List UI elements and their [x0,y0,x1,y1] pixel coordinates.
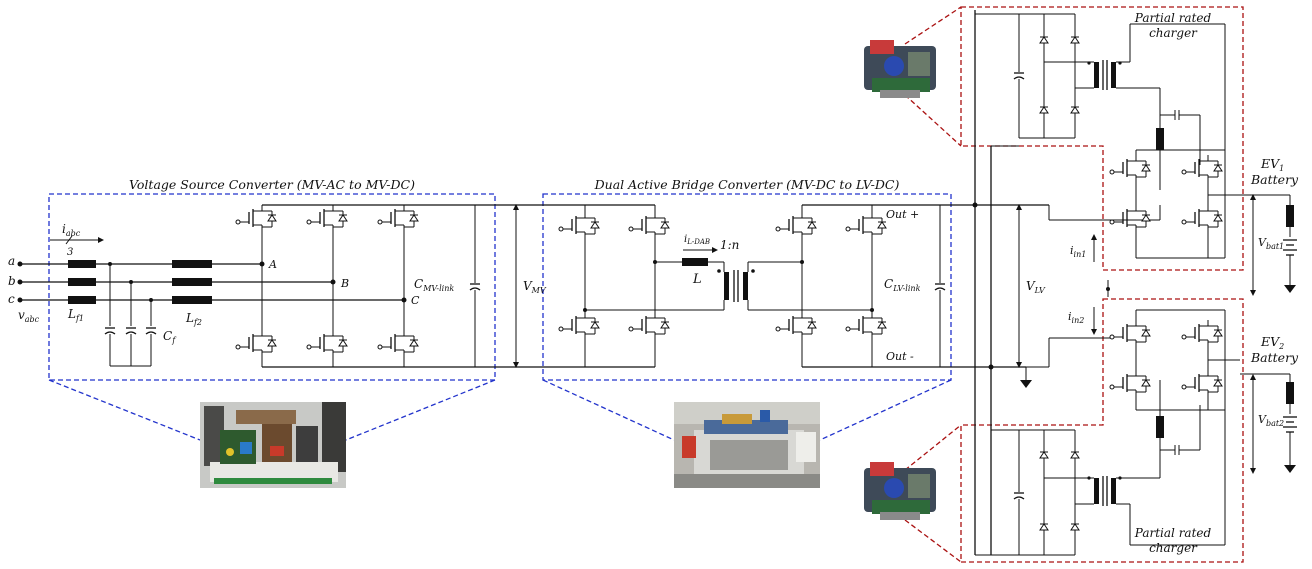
label-lf2: Lf2 [185,311,202,327]
label-vlv: VLV [1026,279,1046,295]
label-b: b [8,274,16,288]
label-vmv: VMV [523,279,547,295]
charger-bottom-circuit [975,309,1240,556]
label-vabc: vabc [18,308,40,324]
dab-box [542,193,952,381]
vsc-box [48,193,496,381]
label-cmv: CMV-link [414,277,454,293]
label-out-plus: Out + [886,208,919,221]
dab-hardware-photo [674,402,820,488]
label-lf1: Lf1 [67,307,84,323]
lv-bus [972,10,1161,555]
charger-top-circuit [975,13,1240,259]
label-ev2: EV2 [1260,334,1284,351]
battery-2 [1240,373,1297,474]
charger-bottom-box [960,298,1244,563]
battery-1 [1240,194,1297,296]
label-ratio: 1:n [720,238,739,252]
charger-top-box [960,6,1244,271]
label-vbat2: Vbat2 [1258,413,1284,428]
label-iabc: iabc [62,222,81,238]
label-iin1: iin1 [1070,244,1086,259]
label-ev2-battery: Battery [1250,350,1299,365]
charger-top-title-1: Partial rated [1134,11,1212,25]
label-ev1: EV1 [1260,156,1284,173]
charger-top-title-2: charger [1149,26,1198,40]
label-node-A: A [268,258,277,271]
charger-top-hardware-photo [864,40,936,98]
charger-bottom-title-2: charger [1149,541,1198,555]
dab-bridge [558,204,1000,368]
dab-title: Dual Active Bridge Converter (MV-DC to L… [594,177,900,192]
label-c: c [8,292,15,306]
label-iin2: iin2 [1068,310,1084,325]
label-three: 3 [67,247,73,258]
label-node-C: C [411,294,420,307]
label-node-B: B [340,277,349,290]
vsc-bridge [235,204,585,368]
label-L: L [692,272,702,287]
label-ev1-battery: Battery [1250,172,1299,187]
label-a: a [8,254,15,268]
vsc-title: Voltage Source Converter (MV-AC to MV-DC… [129,177,415,192]
vsc-hardware-photo [200,402,346,488]
label-vbat1: Vbat1 [1258,236,1284,251]
charger-bottom-hardware-photo [864,462,936,520]
label-ildab: iL-DAB [684,234,710,246]
label-clv: CLV-link [884,277,921,293]
label-out-minus: Out - [886,350,914,363]
charger-bottom-title-1: Partial rated [1134,526,1212,540]
label-cf: Cf [163,329,177,345]
ac-input [17,235,404,367]
